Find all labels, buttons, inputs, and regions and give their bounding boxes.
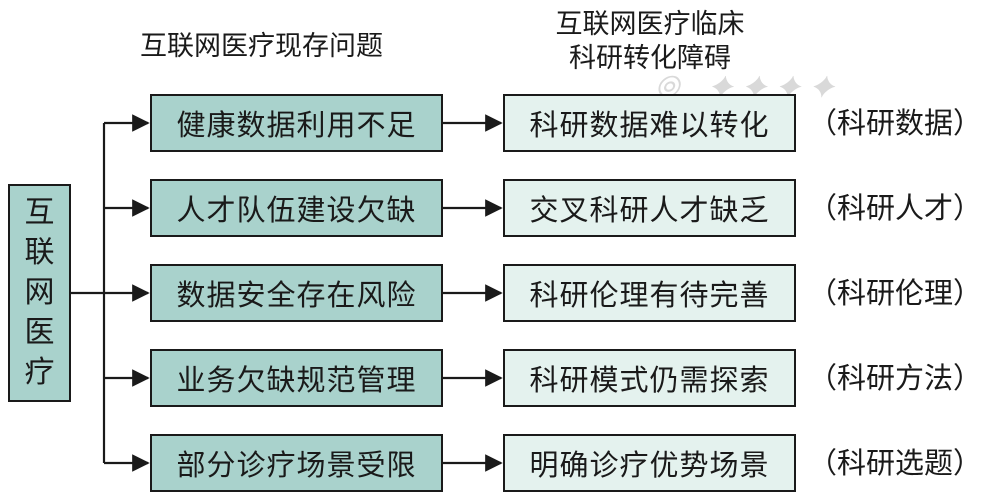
problem-box-4: 业务欠缺规范管理 — [150, 349, 443, 407]
barrier-box-1: 科研数据难以转化 — [503, 94, 796, 152]
right-header-line-1: 互联网医疗临床 — [555, 9, 745, 40]
category-label-1: （科研数据） — [808, 106, 983, 140]
root-char: 医 — [24, 315, 55, 350]
barrier-box-5: 明确诊疗优势场景 — [503, 434, 796, 492]
barrier-box-3: 科研伦理有待完善 — [503, 264, 796, 322]
category-label-2: （科研人才） — [808, 191, 983, 225]
problem-box-3: 数据安全存在风险 — [150, 264, 443, 322]
root-char: 网 — [24, 275, 55, 310]
right-header-line-2: 科研转化障碍 — [569, 43, 731, 74]
problem-box-5: 部分诊疗场景受限 — [150, 434, 443, 492]
category-label-4: （科研方法） — [808, 361, 983, 395]
root-char: 疗 — [24, 355, 55, 390]
root-char: 互 — [24, 195, 55, 230]
left-column-header: 互联网医疗现存问题 — [140, 31, 383, 62]
root-node-internet-healthcare: 互 联 网 医 疗 — [8, 184, 71, 402]
category-label-5: （科研选题） — [808, 446, 983, 480]
barrier-box-4: 科研模式仍需探索 — [503, 349, 796, 407]
category-label-3: （科研伦理） — [808, 276, 983, 310]
right-column-header: 互联网医疗临床 科研转化障碍 — [520, 8, 780, 76]
problem-box-1: 健康数据利用不足 — [150, 94, 443, 152]
barrier-box-2: 交叉科研人才缺乏 — [503, 179, 796, 237]
problem-box-2: 人才队伍建设欠缺 — [150, 179, 443, 237]
root-char: 联 — [24, 235, 55, 270]
